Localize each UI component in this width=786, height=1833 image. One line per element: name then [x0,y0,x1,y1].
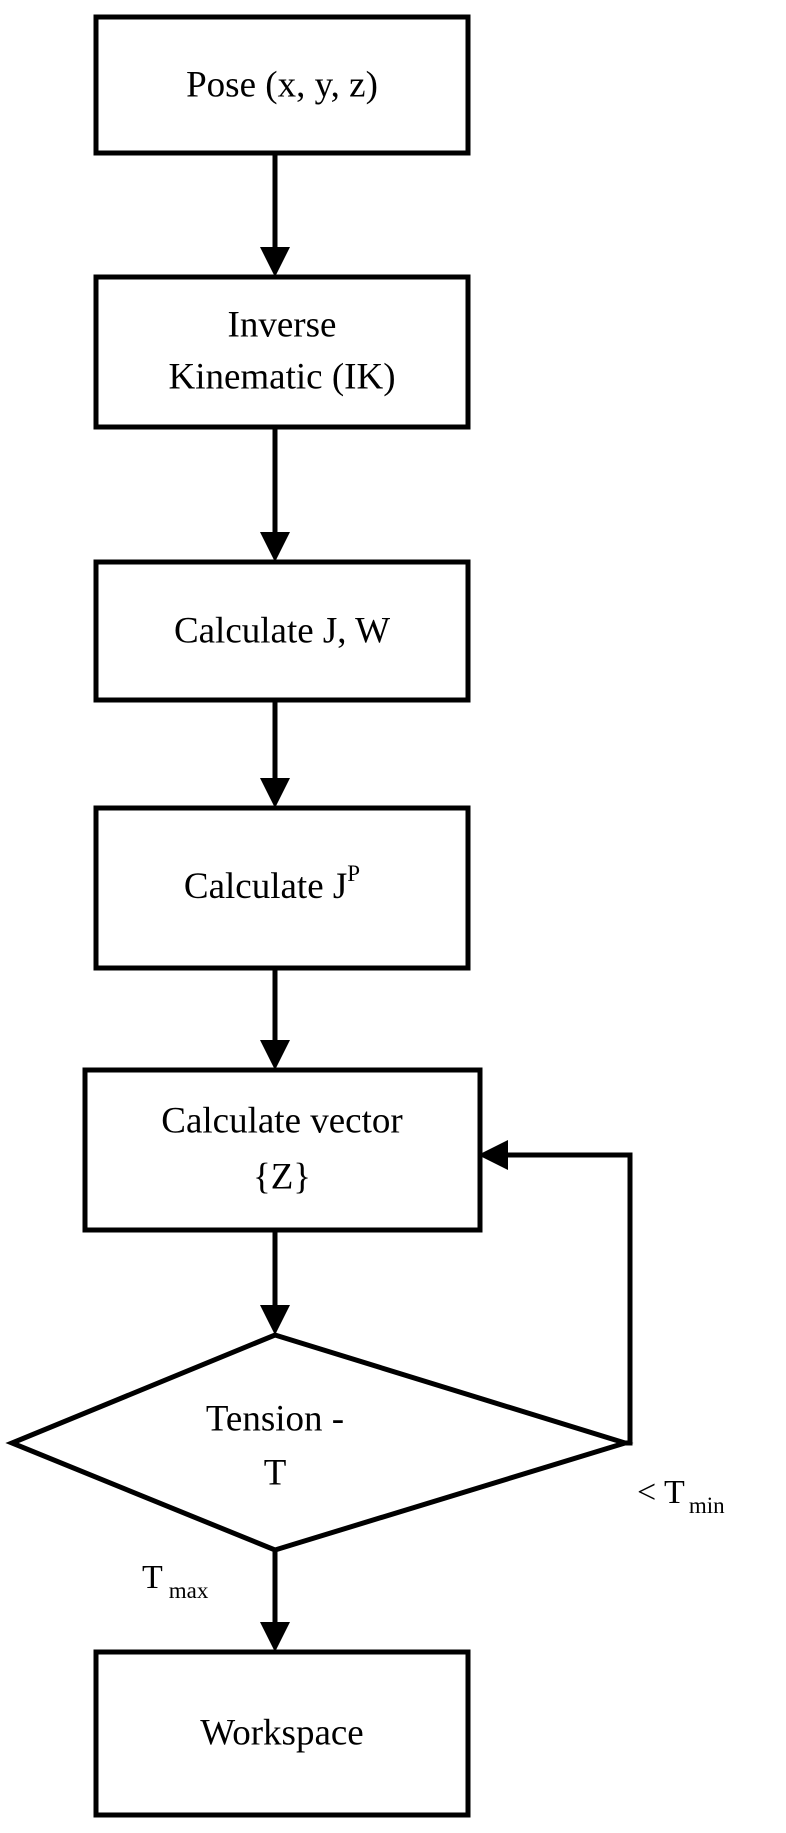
arrow-head-icon [260,778,290,808]
edge-label-tmax-subscript: max [169,1578,209,1603]
node-calculate-vector-z[interactable]: Calculate vector {Z} [82,1067,483,1233]
edge-label-tmin-main: < T [637,1474,685,1511]
node-tension-decision[interactable]: Tension - T [5,1332,634,1553]
node-workspace[interactable]: Workspace [93,1649,471,1818]
arrow-head-icon [260,1305,290,1335]
node-pose-shape [93,14,471,156]
node-inverse-kinematic-label-line1: Inverse [228,304,337,345]
node-inverse-kinematic[interactable]: Inverse Kinematic (IK) [93,274,471,430]
node-calculate-jp-label-superscript: P [347,861,360,886]
edge-tension-to-workspace [260,1550,290,1652]
arrow-head-icon [260,247,290,277]
edge-pose-to-ik [260,153,290,277]
node-inverse-kinematic-label-line2: Kinematic (IK) [168,356,395,397]
node-calculate-vector-z-shape [82,1067,483,1233]
node-tension-decision-label-line1: Tension - [206,1398,344,1439]
edge-ik-to-calcjw [260,427,290,562]
node-calculate-jp[interactable]: Calculate JP [93,805,471,971]
arrow-head-icon [260,1622,290,1652]
node-calculate-jp-shape [93,805,471,971]
node-calculate-jw[interactable]: Calculate J, W [93,559,471,703]
node-inverse-kinematic-shape [93,274,471,430]
node-tension-decision-shape [5,1332,634,1553]
arrow-head-icon [478,1140,508,1170]
edge-label-tmax-main: T [142,1559,163,1596]
node-calculate-jw-shape [93,559,471,703]
node-workspace-label: Workspace [200,1712,363,1753]
node-calculate-jw-label: Calculate J, W [174,610,390,651]
edge-tension-feedback-loop [478,1140,633,1446]
node-pose[interactable]: Pose (x, y, z) [93,14,471,156]
node-calculate-vector-z-label-line1: Calculate vector [161,1100,402,1141]
node-pose-label: Pose (x, y, z) [186,64,378,105]
edge-calcjw-to-calcjp [260,700,290,808]
edge-calcjp-to-calcz [260,968,290,1070]
node-calculate-jp-label-text: Calculate J [184,866,347,907]
arrow-head-icon [260,1040,290,1070]
node-calculate-vector-z-label-line2: {Z} [253,1156,311,1197]
node-workspace-shape [93,1649,471,1818]
edge-calcz-to-tension [260,1230,290,1335]
node-calculate-jp-label: Calculate JP [184,861,360,907]
node-tension-decision-label-line2: T [264,1452,287,1493]
edge-label-tmin-subscript: min [689,1493,725,1518]
arrow-head-icon [260,532,290,562]
